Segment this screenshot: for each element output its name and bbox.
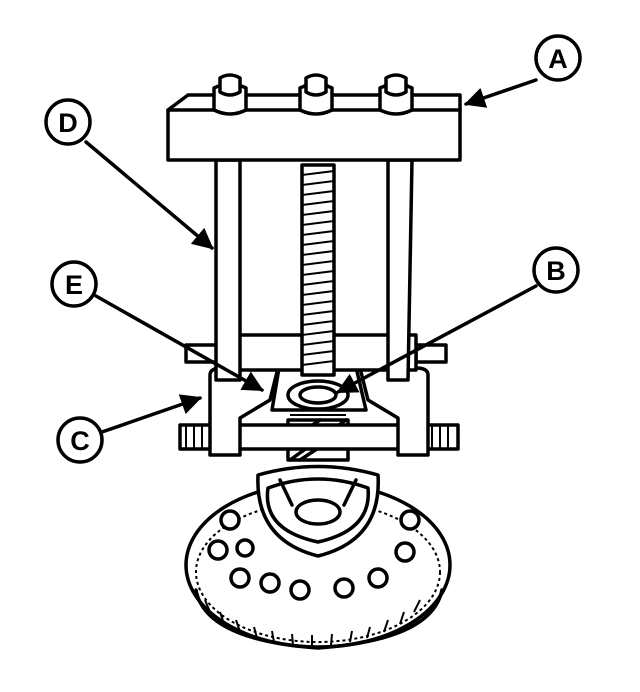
leader-c [100, 394, 202, 434]
callout-b-label: B [546, 256, 566, 286]
callout-e: E [50, 260, 98, 308]
callout-d-label: D [58, 108, 78, 138]
leader-e [94, 294, 264, 392]
leader-d [84, 140, 214, 250]
callout-a: A [534, 34, 582, 82]
forcing-screw [300, 163, 336, 377]
leader-lines [84, 78, 538, 434]
callout-c-label: C [70, 426, 90, 456]
callout-a-label: A [548, 44, 568, 74]
crossbar [166, 73, 462, 162]
callout-e-label: E [65, 270, 83, 300]
callout-b: B [532, 246, 580, 294]
leader-a [464, 78, 538, 108]
leader-b [336, 284, 538, 394]
ring-gear [184, 464, 452, 650]
callout-d: D [44, 98, 92, 146]
callout-c: C [56, 416, 104, 464]
